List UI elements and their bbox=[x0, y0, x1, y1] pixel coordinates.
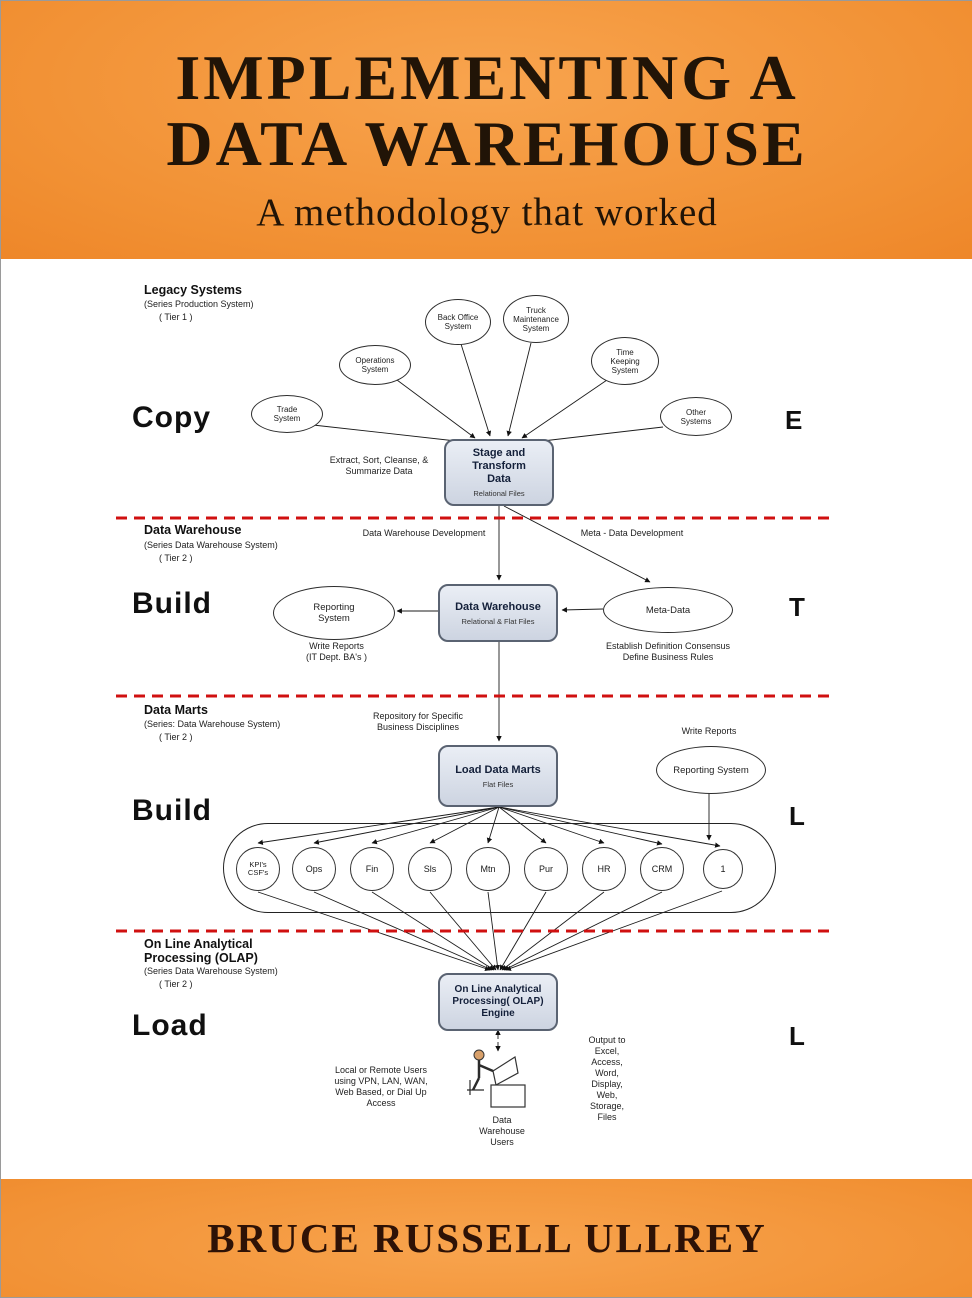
tier2-subheading-2: ( Tier 2 ) bbox=[159, 553, 193, 563]
mart-circle-kpi: KPI's CSF's bbox=[236, 847, 280, 891]
tier3-heading: Data Marts bbox=[144, 703, 208, 717]
title-block: IMPLEMENTING A DATA WAREHOUSE A methodol… bbox=[1, 1, 972, 235]
data-warehouse-box: Data Warehouse Relational & Flat Files bbox=[438, 584, 558, 642]
title-line-2: DATA WAREHOUSE bbox=[166, 108, 808, 179]
tier4-subheading-1: (Series Data Warehouse System) bbox=[144, 966, 278, 976]
tier2-subheading-1: (Series Data Warehouse System) bbox=[144, 540, 278, 550]
ellipse-reporting-system: Reporting System bbox=[273, 586, 395, 640]
tier2-etl-letter: T bbox=[789, 592, 805, 622]
connector-lines bbox=[116, 342, 831, 1052]
olap-engine-box: On Line Analytical Processing( OLAP) Eng… bbox=[438, 973, 558, 1031]
tier1-etl-letter: E bbox=[785, 405, 803, 435]
output-note: Output to Excel, Access, Word, Display, … bbox=[588, 1035, 626, 1122]
tier1-etl-label: Copy bbox=[132, 401, 211, 434]
mart-circle-mtn: Mtn bbox=[466, 847, 510, 891]
author-name: BRUCE RUSSELL ULLREY bbox=[207, 1215, 767, 1261]
stage-transform-box-footer: Relational Files bbox=[473, 489, 525, 498]
tier3-etl-letter: L bbox=[789, 801, 805, 831]
tier4-heading: On Line Analytical Processing (OLAP) bbox=[144, 937, 258, 965]
bottom-band: BRUCE RUSSELL ULLREY bbox=[1, 1179, 972, 1297]
dw-development-label: Data Warehouse Development bbox=[362, 528, 486, 538]
ellipse-tier3-reporting-system: Reporting System bbox=[656, 746, 766, 794]
load-data-marts-box-title: Load Data Marts bbox=[455, 763, 541, 776]
tier4-etl-letter: L bbox=[789, 1021, 805, 1051]
ellipse-back-office-system: Back Office System bbox=[425, 299, 491, 345]
tier4-etl-label: Load bbox=[132, 1009, 208, 1042]
meta-development-label: Meta - Data Development bbox=[580, 528, 684, 538]
tier2-etl-label: Build bbox=[132, 587, 212, 620]
ellipse-meta-data: Meta-Data bbox=[603, 587, 733, 633]
tier1-heading: Legacy Systems bbox=[144, 283, 242, 297]
remote-users-note: Local or Remote Users using VPN, LAN, WA… bbox=[334, 1065, 428, 1108]
tier1-subheading-1: (Series Production System) bbox=[144, 299, 254, 309]
ellipse-time-keeping-system: Time Keeping System bbox=[591, 337, 659, 385]
load-data-marts-box-footer: Flat Files bbox=[482, 779, 514, 789]
mart-circle-ops: Ops bbox=[292, 847, 336, 891]
stage-transform-box: Stage and Transform Data Relational File… bbox=[444, 439, 554, 506]
extract-note: Extract, Sort, Cleanse, & Summarize Data bbox=[329, 455, 429, 476]
tier3-write-reports-label: Write Reports bbox=[681, 726, 737, 736]
mart-circle-other: 1 bbox=[703, 849, 743, 889]
tier4-subheading-2: ( Tier 2 ) bbox=[159, 979, 193, 989]
ellipse-operations-system: Operations System bbox=[339, 345, 411, 385]
ellipse-other-systems: Other Systems bbox=[660, 397, 732, 436]
ellipse-truck-maintenance-system: Truck Maintenance System bbox=[503, 295, 569, 343]
title-line-1: IMPLEMENTING A bbox=[175, 42, 799, 113]
tier2-heading: Data Warehouse bbox=[144, 523, 242, 537]
mart-circle-hr: HR bbox=[582, 847, 626, 891]
write-reports-note: Write Reports (IT Dept. BA's ) bbox=[305, 641, 368, 662]
stage-transform-box-title: Stage and Transform Data bbox=[472, 447, 526, 485]
tier3-subheading-2: ( Tier 2 ) bbox=[159, 732, 193, 742]
meta-consensus-note: Establish Definition Consensus Define Bu… bbox=[605, 641, 731, 662]
ellipse-trade-system: Trade System bbox=[251, 395, 323, 433]
tier3-etl-label: Build bbox=[132, 794, 212, 827]
tier3-subheading-1: (Series: Data Warehouse System) bbox=[144, 719, 281, 729]
top-band: IMPLEMENTING A DATA WAREHOUSE A methodol… bbox=[1, 1, 972, 259]
user-at-computer-icon bbox=[453, 1047, 541, 1113]
repository-note: Repository for Specific Business Discipl… bbox=[372, 711, 464, 732]
olap-engine-box-title: On Line Analytical Processing( OLAP) Eng… bbox=[452, 984, 544, 1019]
mart-circle-pur: Pur bbox=[524, 847, 568, 891]
data-marts-frame bbox=[223, 823, 776, 913]
mart-circle-crm: CRM bbox=[640, 847, 684, 891]
tier1-subheading-2: ( Tier 1 ) bbox=[159, 312, 193, 322]
methodology-diagram: Legacy Systems (Series Production System… bbox=[1, 259, 972, 1179]
data-warehouse-box-footer: Relational & Flat Files bbox=[461, 616, 535, 626]
mart-circle-fin: Fin bbox=[350, 847, 394, 891]
load-data-marts-box: Load Data Marts Flat Files bbox=[438, 745, 558, 807]
users-caption: Data Warehouse Users bbox=[479, 1115, 525, 1147]
subtitle: A methodology that worked bbox=[256, 191, 718, 234]
data-warehouse-box-title: Data Warehouse bbox=[455, 600, 541, 613]
mart-circle-sls: Sls bbox=[408, 847, 452, 891]
